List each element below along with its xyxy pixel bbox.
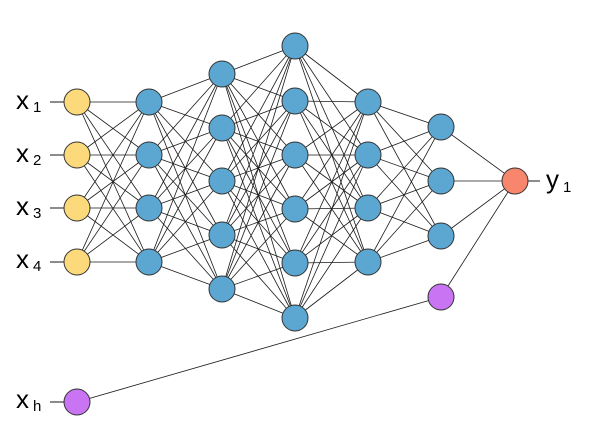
edge-l2-n1-to-n0 <box>221 45 296 129</box>
edge-l1-n3-to-n0 <box>148 73 223 263</box>
edge-l4-n0-to-n1 <box>367 101 442 182</box>
edge-l3-n1-to-n1 <box>294 100 369 156</box>
edge-l3-n2-to-n2 <box>294 154 369 209</box>
edge-l2-n1-to-n5 <box>221 127 296 319</box>
hidden-node-l3-1 <box>281 32 309 60</box>
edge-l3-n5-to-n0 <box>294 101 369 319</box>
edge-l4-n2-to-n0 <box>367 126 442 209</box>
edge-l0-n1-to-n0 <box>76 101 150 156</box>
hidden-node-l4-2 <box>354 141 382 169</box>
hidden-node-l2-1 <box>208 60 236 88</box>
hidden-node-l4-4 <box>354 248 382 276</box>
input-label-4-sub: 4 <box>33 258 41 275</box>
input-label-2: x <box>16 138 29 168</box>
hidden-node-l1-2 <box>135 141 163 169</box>
edge-l3-n2-to-n0 <box>294 101 369 156</box>
edge-l2-n4-to-n3 <box>221 208 296 290</box>
hidden-node-l1-1 <box>135 88 163 116</box>
nodes <box>63 32 529 416</box>
input-node-1 <box>63 88 91 116</box>
output-node <box>501 167 529 195</box>
edge-l0-n3-to-n2 <box>76 207 150 263</box>
hidden-node-l5-3 <box>427 222 455 250</box>
extra-input-node <box>63 388 91 416</box>
edge-l2-n4-to-n0 <box>221 45 296 290</box>
edge-l4-n0-to-n2 <box>367 101 442 237</box>
edge-l3-n5-to-n1 <box>294 154 369 319</box>
edge-l1-n3-to-n2 <box>148 180 223 263</box>
edge-l2-n2-to-n0 <box>221 45 296 182</box>
input-node-3 <box>63 194 91 222</box>
hidden-node-l3-2 <box>281 87 309 115</box>
edge-extra-hidden-to-output <box>440 180 516 298</box>
hidden-node-l2-3 <box>208 167 236 195</box>
hidden-node-l2-5 <box>208 275 236 303</box>
edge-l3-n4-to-n0 <box>294 101 369 264</box>
hidden-node-l5-2 <box>427 167 455 195</box>
edge-l0-n2-to-n0 <box>76 101 150 209</box>
edge-extra-input-to-extra-hidden <box>76 296 442 403</box>
output-label: y <box>546 164 559 194</box>
edge-l3-n5-to-n2 <box>294 207 369 319</box>
hidden-node-l3-5 <box>281 249 309 277</box>
edge-l2-n3-to-n0 <box>221 45 296 236</box>
extra-input-label-sub: h <box>33 398 41 415</box>
edge-l5-n2-to-n0 <box>440 180 516 237</box>
edge-l1-n3-to-n1 <box>148 127 223 263</box>
edge-l2-n4-to-n1 <box>221 100 296 290</box>
input-node-4 <box>63 248 91 276</box>
extra-hidden-node <box>427 283 455 311</box>
extra-input-label: x <box>16 384 29 414</box>
edge-l3-n3-to-n0 <box>294 101 369 210</box>
input-node-2 <box>63 141 91 169</box>
edge-l3-n4-to-n2 <box>294 207 369 264</box>
hidden-node-l3-4 <box>281 195 309 223</box>
hidden-node-l1-4 <box>135 248 163 276</box>
hidden-node-l3-3 <box>281 141 309 169</box>
output-label-sub: 1 <box>563 179 571 196</box>
hidden-node-l1-3 <box>135 194 163 222</box>
edge-l4-n1-to-n2 <box>367 154 442 237</box>
edge-l0-n3-to-n0 <box>76 101 150 263</box>
input-label-1: x <box>16 85 29 115</box>
input-label-3-sub: 3 <box>33 205 41 222</box>
edge-l3-n0-to-n2 <box>294 45 369 209</box>
edge-l3-n1-to-n2 <box>294 100 369 209</box>
input-label-2-sub: 2 <box>33 152 41 169</box>
hidden-node-l2-4 <box>208 221 236 249</box>
label-stubs <box>50 101 540 403</box>
input-label-3: x <box>16 191 29 221</box>
edge-l2-n4-to-n2 <box>221 154 296 290</box>
edge-l5-n0-to-n0 <box>440 126 516 182</box>
hidden-node-l2-2 <box>208 114 236 142</box>
edge-l4-n3-to-n1 <box>367 180 442 263</box>
hidden-node-l3-6 <box>281 304 309 332</box>
hidden-node-l4-3 <box>354 194 382 222</box>
edge-l4-n3-to-n0 <box>367 126 442 263</box>
edge-l3-n5-to-n3 <box>294 261 369 319</box>
hidden-node-l4-1 <box>354 88 382 116</box>
edge-l3-n0-to-n0 <box>294 45 369 103</box>
edge-l0-n3-to-n1 <box>76 154 150 263</box>
edge-l1-n2-to-n0 <box>148 73 223 209</box>
hidden-node-l5-1 <box>427 113 455 141</box>
input-label-1-sub: 1 <box>33 99 41 116</box>
node-labels: x 1 x 2 x 3 x 4 x h y 1 <box>16 85 571 415</box>
input-label-4: x <box>16 244 29 274</box>
edge-l1-n1-to-n0 <box>148 73 223 156</box>
